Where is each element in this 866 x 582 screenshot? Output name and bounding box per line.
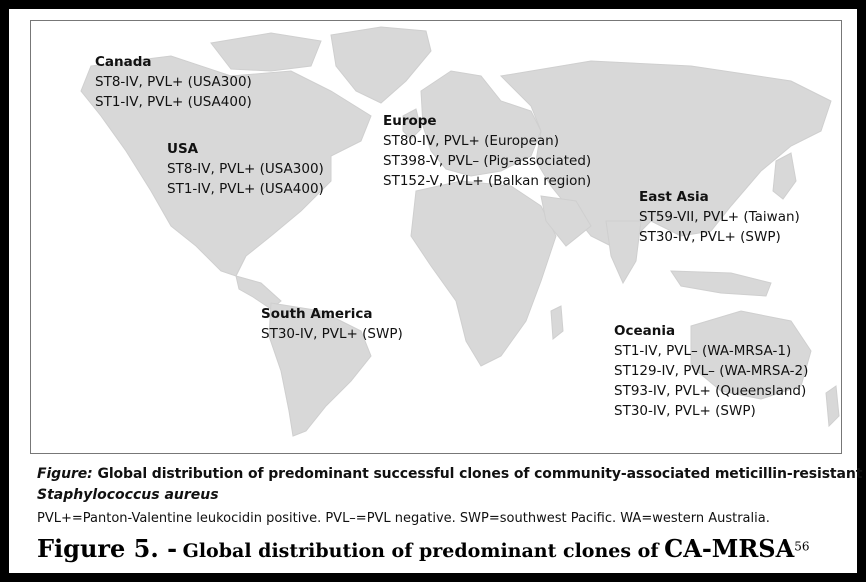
caption-text: Global distribution of predominant succe… (97, 466, 863, 482)
figure-title-text: Global distribution of predominant clone… (182, 540, 659, 562)
clone-entry: ST8-IV, PVL+ (USA300) (95, 74, 252, 90)
region-name: Europe (383, 113, 437, 129)
clone-entry: ST30-IV, PVL+ (SWP) (639, 229, 781, 245)
landmass-australia (690, 310, 812, 400)
clone-entry: ST93-IV, PVL+ (Queensland) (614, 383, 807, 399)
region-oceania: Oceania ST1-IV, PVL– (WA-MRSA-1) ST129-I… (614, 321, 808, 421)
landmass-new-zealand (825, 385, 840, 428)
abbreviations-note: PVL+=Panton-Valentine leukocidin positiv… (37, 511, 770, 526)
clone-entry: ST1-IV, PVL– (WA-MRSA-1) (614, 343, 792, 359)
region-usa: USA ST8-IV, PVL+ (USA300) ST1-IV, PVL+ (… (167, 139, 324, 199)
region-name: Canada (95, 54, 152, 70)
world-map: Canada ST8-IV, PVL+ (USA300) ST1-IV, PVL… (30, 20, 842, 454)
landmass-south-america (268, 302, 372, 437)
region-east-asia: East Asia ST59-VII, PVL+ (Taiwan) ST30-I… (639, 187, 800, 247)
landmass-north-america (80, 55, 372, 277)
clone-entry: ST30-IV, PVL+ (SWP) (614, 403, 756, 419)
clone-entry: ST398-V, PVL– (Pig-associated) (383, 153, 592, 169)
clone-entry: ST129-IV, PVL– (WA-MRSA-2) (614, 363, 809, 379)
region-south-america: South America ST30-IV, PVL+ (SWP) (261, 304, 403, 344)
figure-caption: Figure: Global distribution of predomina… (37, 466, 862, 482)
landmass-uk (402, 108, 422, 140)
clone-entry: ST8-IV, PVL+ (USA300) (167, 161, 324, 177)
reference-number: 56 (794, 539, 810, 554)
landmass-asia (499, 60, 832, 252)
landmass-greenland (330, 26, 432, 104)
clone-entry: ST152-V, PVL+ (Balkan region) (383, 173, 592, 189)
caption-species: Staphylococcus aureus (37, 487, 219, 503)
region-europe: Europe ST80-IV, PVL+ (European) ST398-V,… (383, 111, 591, 191)
region-name: Oceania (614, 323, 676, 339)
region-name: USA (167, 141, 199, 157)
region-name: South America (261, 306, 373, 322)
region-name: East Asia (639, 189, 709, 205)
landmass-madagascar (550, 305, 564, 340)
landmass-europe (420, 70, 542, 177)
landmass-japan (772, 152, 797, 200)
world-map-svg (80, 26, 840, 437)
landmass-africa (410, 180, 557, 367)
landmass-india (605, 220, 642, 285)
landmass-arabia (540, 195, 592, 247)
landmass-indonesia (670, 270, 772, 297)
clone-entry: ST80-IV, PVL+ (European) (383, 133, 560, 149)
figure-number: Figure 5. - (37, 534, 178, 563)
caption-label: Figure: (37, 466, 93, 482)
landmass-arctic-islands (210, 32, 322, 72)
clone-entry: ST1-IV, PVL+ (USA400) (95, 94, 252, 110)
clone-entry: ST59-VII, PVL+ (Taiwan) (639, 209, 800, 225)
figure-title: Figure 5. - Global distribution of predo… (37, 534, 810, 563)
figure-title-acronym: CA-MRSA (664, 534, 795, 563)
clone-entry: ST1-IV, PVL+ (USA400) (167, 181, 324, 197)
region-canada: Canada ST8-IV, PVL+ (USA300) ST1-IV, PVL… (95, 52, 252, 112)
clone-entry: ST30-IV, PVL+ (SWP) (261, 326, 403, 342)
